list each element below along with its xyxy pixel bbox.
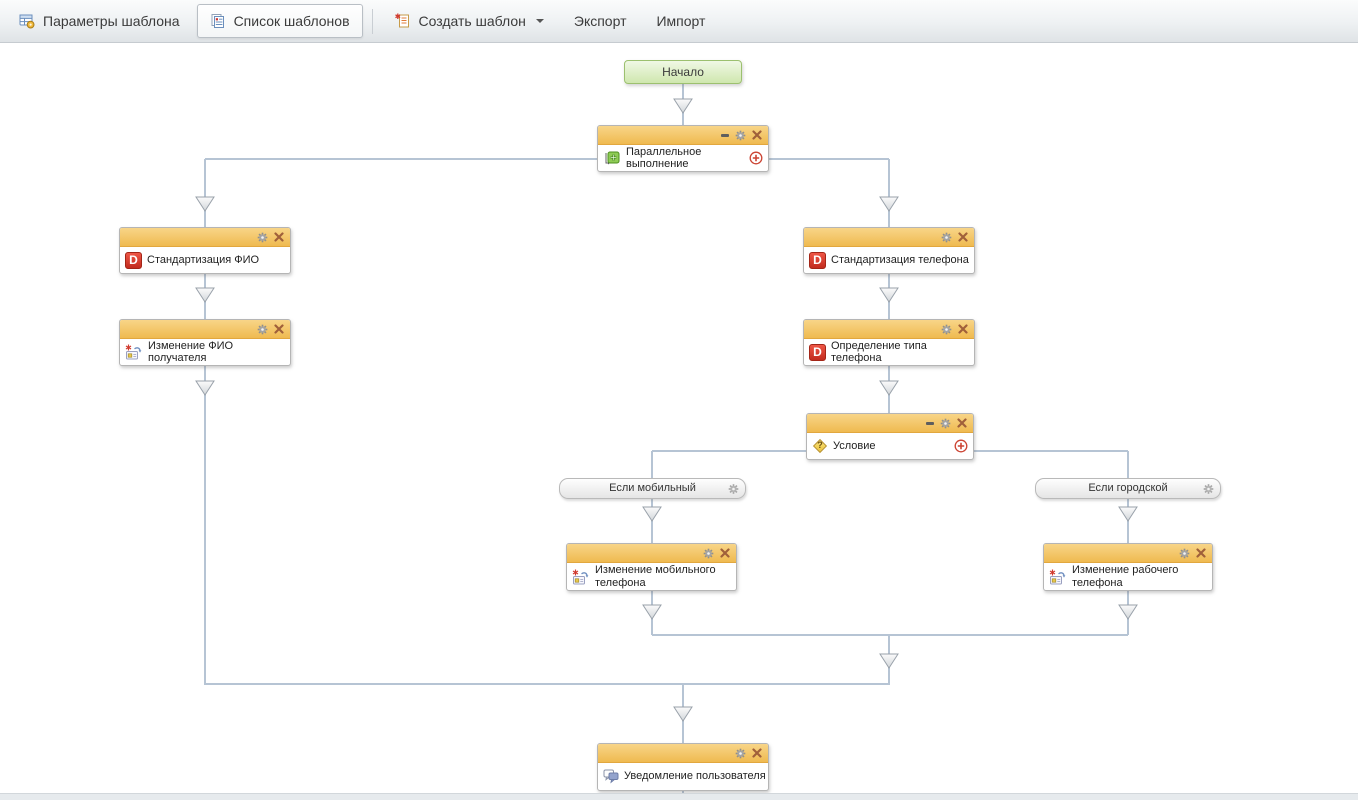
branch-label: Если городской — [1088, 482, 1168, 494]
node-label: Стандартизация телефона — [831, 253, 969, 266]
create-template-icon — [394, 13, 411, 29]
close-icon[interactable] — [274, 324, 284, 334]
notification-icon — [603, 769, 619, 784]
dadata-icon: D — [809, 343, 826, 361]
node-user-notification[interactable]: Уведомление пользователя — [597, 743, 769, 791]
template-list-icon — [210, 13, 226, 29]
node-label: Изменение рабочего телефона — [1072, 564, 1179, 589]
node-body: ? Условие — [807, 433, 973, 459]
close-icon[interactable] — [957, 418, 967, 428]
node-standardize-phone[interactable]: D Стандартизация телефона — [803, 227, 975, 274]
node-change-mobile-phone[interactable]: Изменение мобильного телефона — [566, 543, 737, 591]
gear-icon[interactable] — [257, 324, 268, 335]
dadata-icon: D — [125, 251, 142, 269]
toolbar-button-label: Создать шаблон — [418, 13, 526, 29]
node-label: Изменение ФИО получателя — [148, 339, 234, 365]
node-label: Условие — [833, 439, 876, 452]
close-icon[interactable] — [958, 324, 968, 334]
toolbar: Параметры шаблона Список шаблонов — [0, 0, 1358, 43]
toolbar-button-template-params[interactable]: Параметры шаблона — [6, 4, 193, 38]
close-icon[interactable] — [752, 130, 762, 140]
minimize-icon[interactable] — [721, 133, 729, 137]
node-parallel-execution[interactable]: Параллельное выполнение — [597, 125, 769, 172]
node-body: Изменение рабочего телефона — [1044, 563, 1212, 590]
node-header — [567, 544, 736, 563]
branch-if-mobile[interactable]: Если мобильный — [559, 478, 746, 499]
node-body: Изменение ФИО получателя — [120, 339, 290, 365]
node-label: Изменение мобильного телефона — [595, 564, 716, 589]
node-change-work-phone[interactable]: Изменение рабочего телефона — [1043, 543, 1213, 591]
gear-icon[interactable] — [941, 324, 952, 335]
toolbar-button-import[interactable]: Импорт — [643, 4, 718, 38]
branch-label: Если мобильный — [609, 482, 696, 494]
node-label: Параллельное выполнение — [626, 145, 702, 171]
node-body: Изменение мобильного телефона — [567, 563, 736, 590]
node-label: Уведомление пользователя — [624, 770, 766, 783]
edit-field-icon — [125, 344, 143, 360]
gear-icon[interactable] — [735, 130, 746, 141]
gear-icon[interactable] — [940, 418, 951, 429]
close-icon[interactable] — [958, 232, 968, 242]
close-icon[interactable] — [720, 548, 730, 558]
gear-icon[interactable] — [941, 232, 952, 243]
gear-icon[interactable] — [728, 483, 739, 494]
toolbar-button-label: Параметры шаблона — [43, 13, 180, 29]
minimize-icon[interactable] — [926, 421, 934, 425]
toolbar-button-label: Экспорт — [573, 13, 627, 29]
node-header — [804, 320, 974, 339]
node-header — [807, 414, 973, 433]
node-change-fio[interactable]: Изменение ФИО получателя — [119, 319, 291, 366]
edit-field-icon — [572, 569, 590, 585]
gear-icon[interactable] — [703, 548, 714, 559]
gear-icon[interactable] — [1179, 548, 1190, 559]
node-start[interactable]: Начало — [624, 60, 742, 84]
node-body: D Стандартизация телефона — [804, 247, 974, 273]
close-icon[interactable] — [1196, 548, 1206, 558]
canvas-bottom-edge — [0, 793, 1358, 800]
node-header — [598, 126, 768, 145]
add-branch-icon[interactable] — [954, 439, 968, 453]
branch-if-city[interactable]: Если городской — [1035, 478, 1221, 499]
node-header — [1044, 544, 1212, 563]
node-label: Определение типа телефона — [831, 339, 927, 365]
template-params-icon — [19, 13, 35, 29]
node-phone-type[interactable]: D Определение типа телефона — [803, 319, 975, 366]
condition-icon: ? — [812, 438, 828, 454]
parallel-execution-icon — [603, 150, 621, 166]
dadata-icon: D — [809, 251, 826, 269]
node-body: Уведомление пользователя — [598, 763, 768, 790]
node-header — [120, 228, 290, 247]
node-condition[interactable]: ? Условие — [806, 413, 974, 460]
toolbar-button-template-list[interactable]: Список шаблонов — [196, 4, 363, 38]
node-body: D Стандартизация ФИО — [120, 247, 290, 273]
node-header — [804, 228, 974, 247]
edit-field-icon — [1049, 569, 1067, 585]
node-body: D Определение типа телефона — [804, 339, 974, 365]
toolbar-separator — [371, 8, 373, 34]
node-body: Параллельное выполнение — [598, 145, 768, 171]
node-header — [120, 320, 290, 339]
gear-icon[interactable] — [257, 232, 268, 243]
toolbar-button-label: Список шаблонов — [233, 13, 350, 29]
close-icon[interactable] — [752, 748, 762, 758]
toolbar-button-export[interactable]: Экспорт — [561, 4, 640, 38]
node-standardize-fio[interactable]: D Стандартизация ФИО — [119, 227, 291, 274]
chevron-down-icon — [535, 19, 544, 23]
gear-icon[interactable] — [735, 748, 746, 759]
gear-icon[interactable] — [1203, 483, 1214, 494]
node-header — [598, 744, 768, 763]
close-icon[interactable] — [274, 232, 284, 242]
add-branch-icon[interactable] — [749, 151, 763, 165]
node-label: Стандартизация ФИО — [147, 253, 260, 266]
toolbar-button-create-template[interactable]: Создать шаблон — [382, 4, 557, 38]
toolbar-button-label: Импорт — [656, 13, 706, 29]
